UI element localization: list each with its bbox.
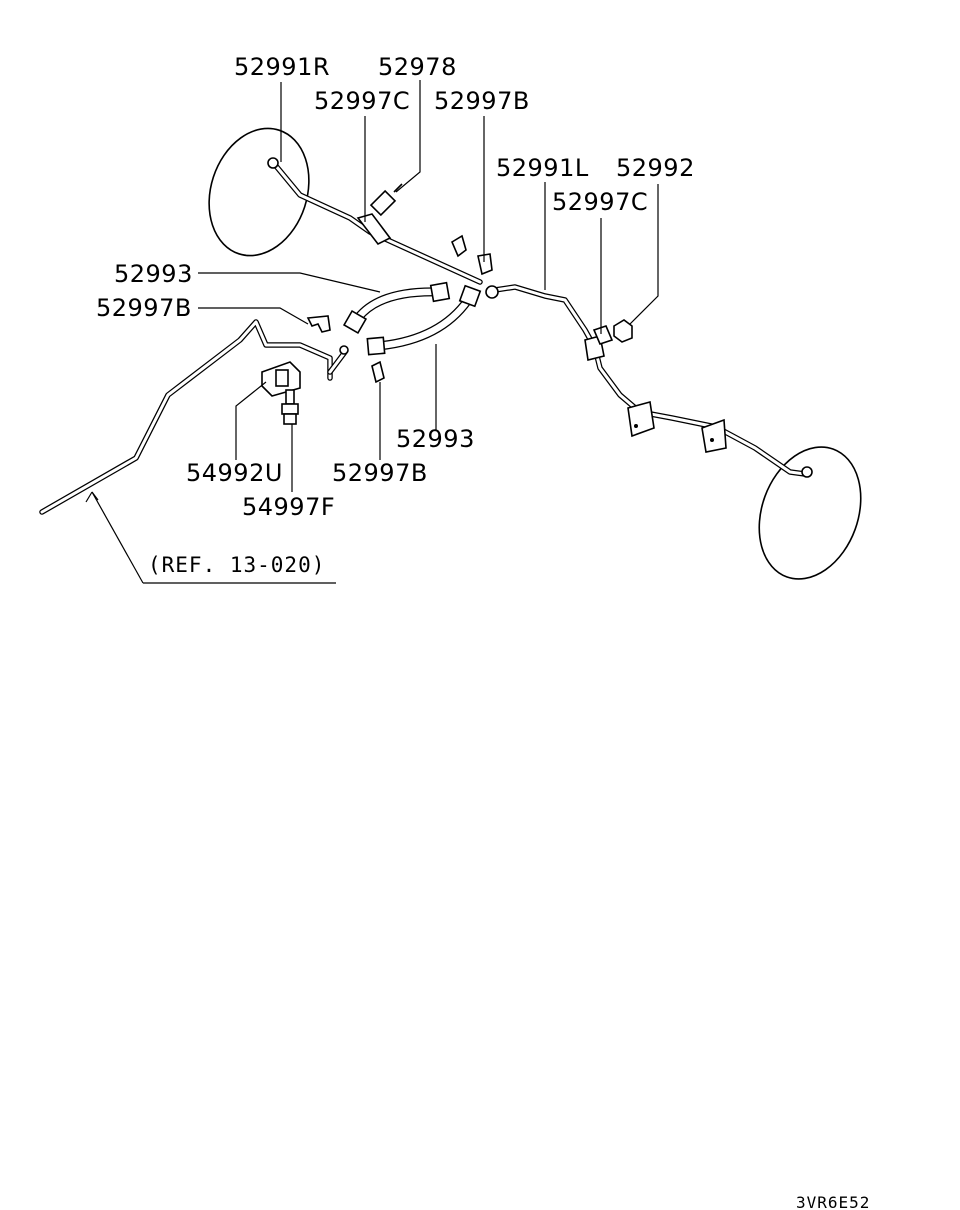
label-54997F: 54997F xyxy=(242,493,335,521)
clip-52997B-top xyxy=(450,234,493,276)
reference-note: (REF. 13-020) xyxy=(148,553,325,577)
brake-hose-lower xyxy=(366,284,482,356)
bracket-54992U xyxy=(261,361,301,397)
label-52991R: 52991R xyxy=(234,53,330,81)
clip-52997B-left xyxy=(306,315,331,333)
label-52997B-bottom: 52997B xyxy=(332,459,428,487)
bolt-54997F xyxy=(281,389,299,425)
label-52993-upper: 52993 xyxy=(114,260,193,288)
bracket-52997C-right xyxy=(584,325,614,361)
label-52978: 52978 xyxy=(378,53,457,81)
leader-lines xyxy=(85,80,659,584)
label-52997C-top: 52997C xyxy=(314,87,410,115)
main-brake-line xyxy=(39,319,348,515)
label-52997B-left: 52997B xyxy=(96,294,192,322)
brake-hose-upper xyxy=(342,281,451,335)
label-52991L: 52991L xyxy=(496,154,589,182)
junction-52978 xyxy=(369,183,403,217)
label-52997B-top: 52997B xyxy=(434,87,530,115)
right-brake-backing-plate xyxy=(758,446,862,580)
bracket-52997C-top xyxy=(356,213,392,246)
brake-line-rear-left xyxy=(485,284,813,478)
label-52997C-right: 52997C xyxy=(552,188,648,216)
label-52993-lower: 52993 xyxy=(396,425,475,453)
line-bracket-right-2 xyxy=(701,418,727,453)
brake-line-rear-right xyxy=(267,157,483,285)
line-bracket-right-1 xyxy=(627,400,655,438)
label-54992U: 54992U xyxy=(186,459,283,487)
nut-52992 xyxy=(613,319,633,343)
clip-52997B-bottom xyxy=(339,345,385,384)
left-brake-backing-plate xyxy=(208,127,310,257)
label-52992: 52992 xyxy=(616,154,695,182)
drawing-code: 3VR6E52 xyxy=(796,1193,870,1210)
